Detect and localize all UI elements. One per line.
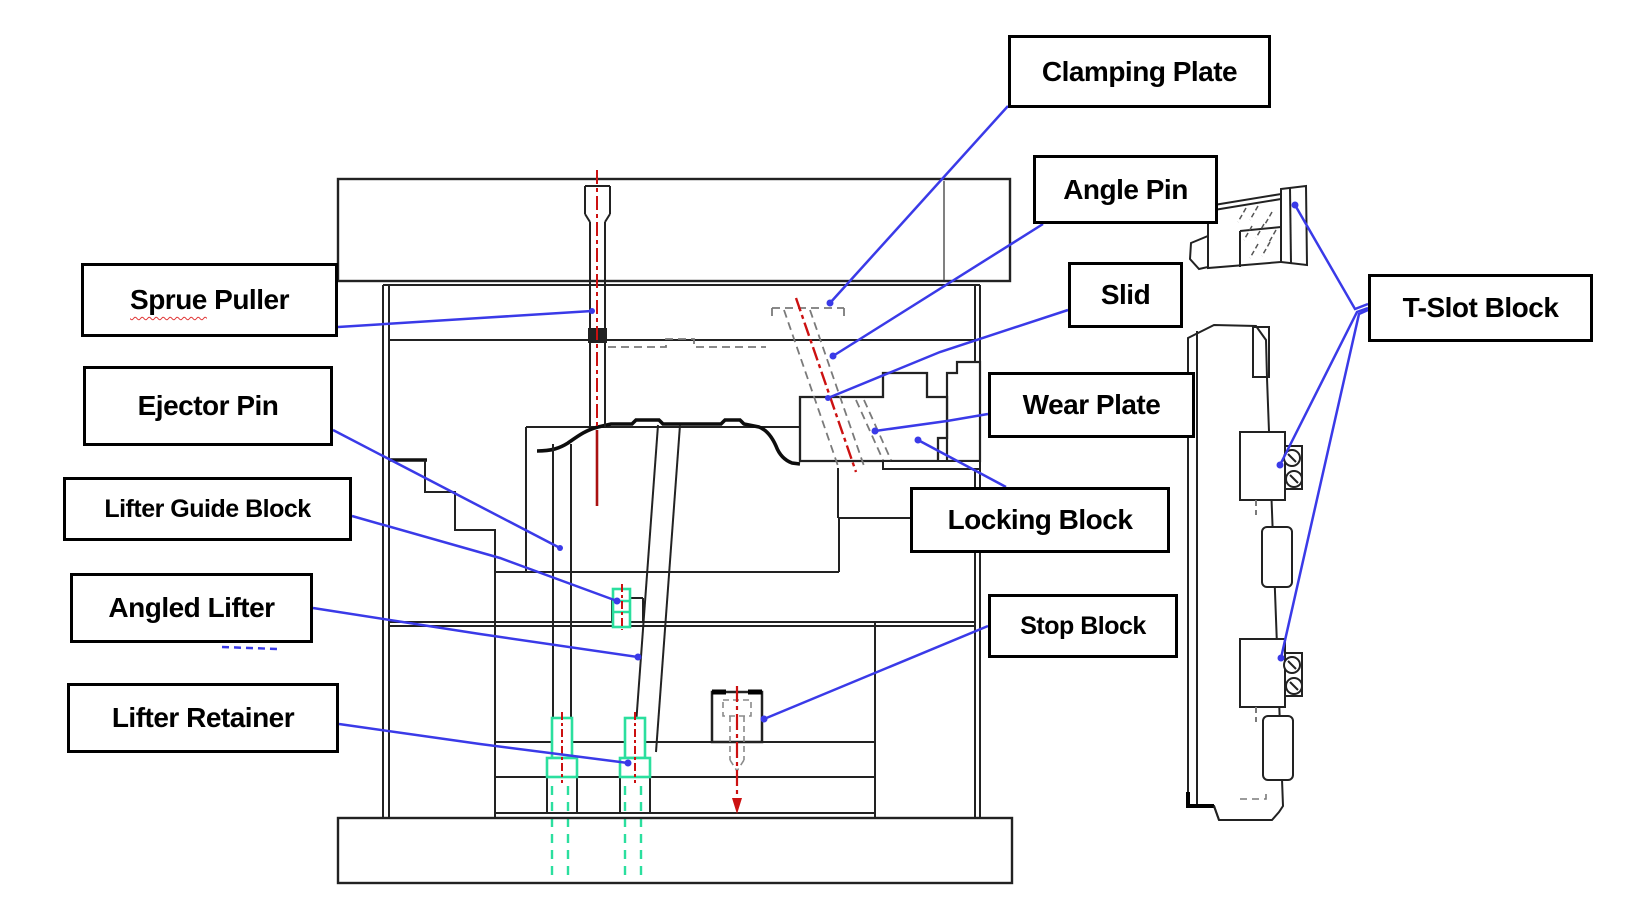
t-slot-block-a xyxy=(1239,431,1303,515)
label-ejector-pin: Ejector Pin xyxy=(83,366,333,446)
molded-part-profile xyxy=(536,418,801,466)
leader-t-slot-mid xyxy=(1278,306,1369,466)
label-sprue-puller: Sprue Puller xyxy=(81,263,338,337)
slide-body xyxy=(798,371,949,463)
leader-wear-plate xyxy=(874,412,989,433)
leader-stop-block xyxy=(763,624,989,721)
stop-block-arrow xyxy=(732,798,742,814)
leader-lifter-guide-block xyxy=(351,514,618,603)
leader-lifter-retainer xyxy=(338,722,629,765)
side-plate-boss-low xyxy=(1262,715,1294,781)
angled-lifter-lines xyxy=(633,424,681,753)
label-sprue-puller-word1: Sprue xyxy=(130,284,207,315)
label-sprue-puller-word2: Puller xyxy=(214,284,289,315)
leader-end-dots xyxy=(557,201,1299,767)
bracket-hatch-dashes xyxy=(1237,205,1277,259)
leader-angled-lifter xyxy=(312,606,639,659)
label-t-slot-block: T-Slot Block xyxy=(1368,274,1593,342)
ejector-pin-lines xyxy=(552,444,572,718)
angle-pin-bore-dashes xyxy=(771,307,892,467)
mold-cross-section xyxy=(336,170,1014,885)
label-angled-lifter: Angled Lifter xyxy=(70,573,313,643)
label-stop-block: Stop Block xyxy=(988,594,1178,658)
slide-unit-side-view xyxy=(1186,323,1303,821)
retainer-centerlines xyxy=(561,712,636,783)
bracket-right-tab xyxy=(1280,184,1309,267)
label-slid: Slid xyxy=(1068,262,1183,328)
label-angle-pin: Angle Pin xyxy=(1033,155,1218,224)
leader-locking-block xyxy=(917,438,1007,489)
retainer-hidden-green-dashes xyxy=(550,786,643,878)
t-slot-block-b xyxy=(1239,638,1303,722)
side-plate-boss-mid xyxy=(1261,526,1293,588)
label-lifter-guide-block: Lifter Guide Block xyxy=(63,477,352,541)
angle-pin-centerline xyxy=(794,297,858,473)
leader-lines xyxy=(221,105,1369,767)
locking-block-shape xyxy=(945,360,982,463)
label-clamping-plate: Clamping Plate xyxy=(1008,35,1271,108)
leader-fragment xyxy=(221,645,278,651)
label-locking-block: Locking Block xyxy=(910,487,1170,553)
leader-angle-pin xyxy=(832,222,1044,358)
runner-hidden-line xyxy=(608,338,766,348)
label-wear-plate: Wear Plate xyxy=(988,372,1195,438)
side-plate-bottom-dash xyxy=(1240,790,1267,800)
bottom-clamping-plate xyxy=(336,816,1014,885)
leader-t-slot-top xyxy=(1293,204,1369,311)
leader-t-slot-low xyxy=(1279,308,1369,659)
leader-ejector-pin xyxy=(332,428,561,550)
bracket-left-wedge xyxy=(1188,234,1209,271)
leader-slid xyxy=(827,308,1069,400)
label-lifter-retainer: Lifter Retainer xyxy=(67,683,339,753)
t-slot-block-detail xyxy=(1188,184,1309,271)
leader-clamping-plate xyxy=(829,105,1009,304)
wear-plate-shape xyxy=(882,460,981,470)
leader-sprue-puller xyxy=(337,309,593,329)
top-clamping-plate xyxy=(336,177,1012,283)
stop-block-shape xyxy=(710,689,764,773)
